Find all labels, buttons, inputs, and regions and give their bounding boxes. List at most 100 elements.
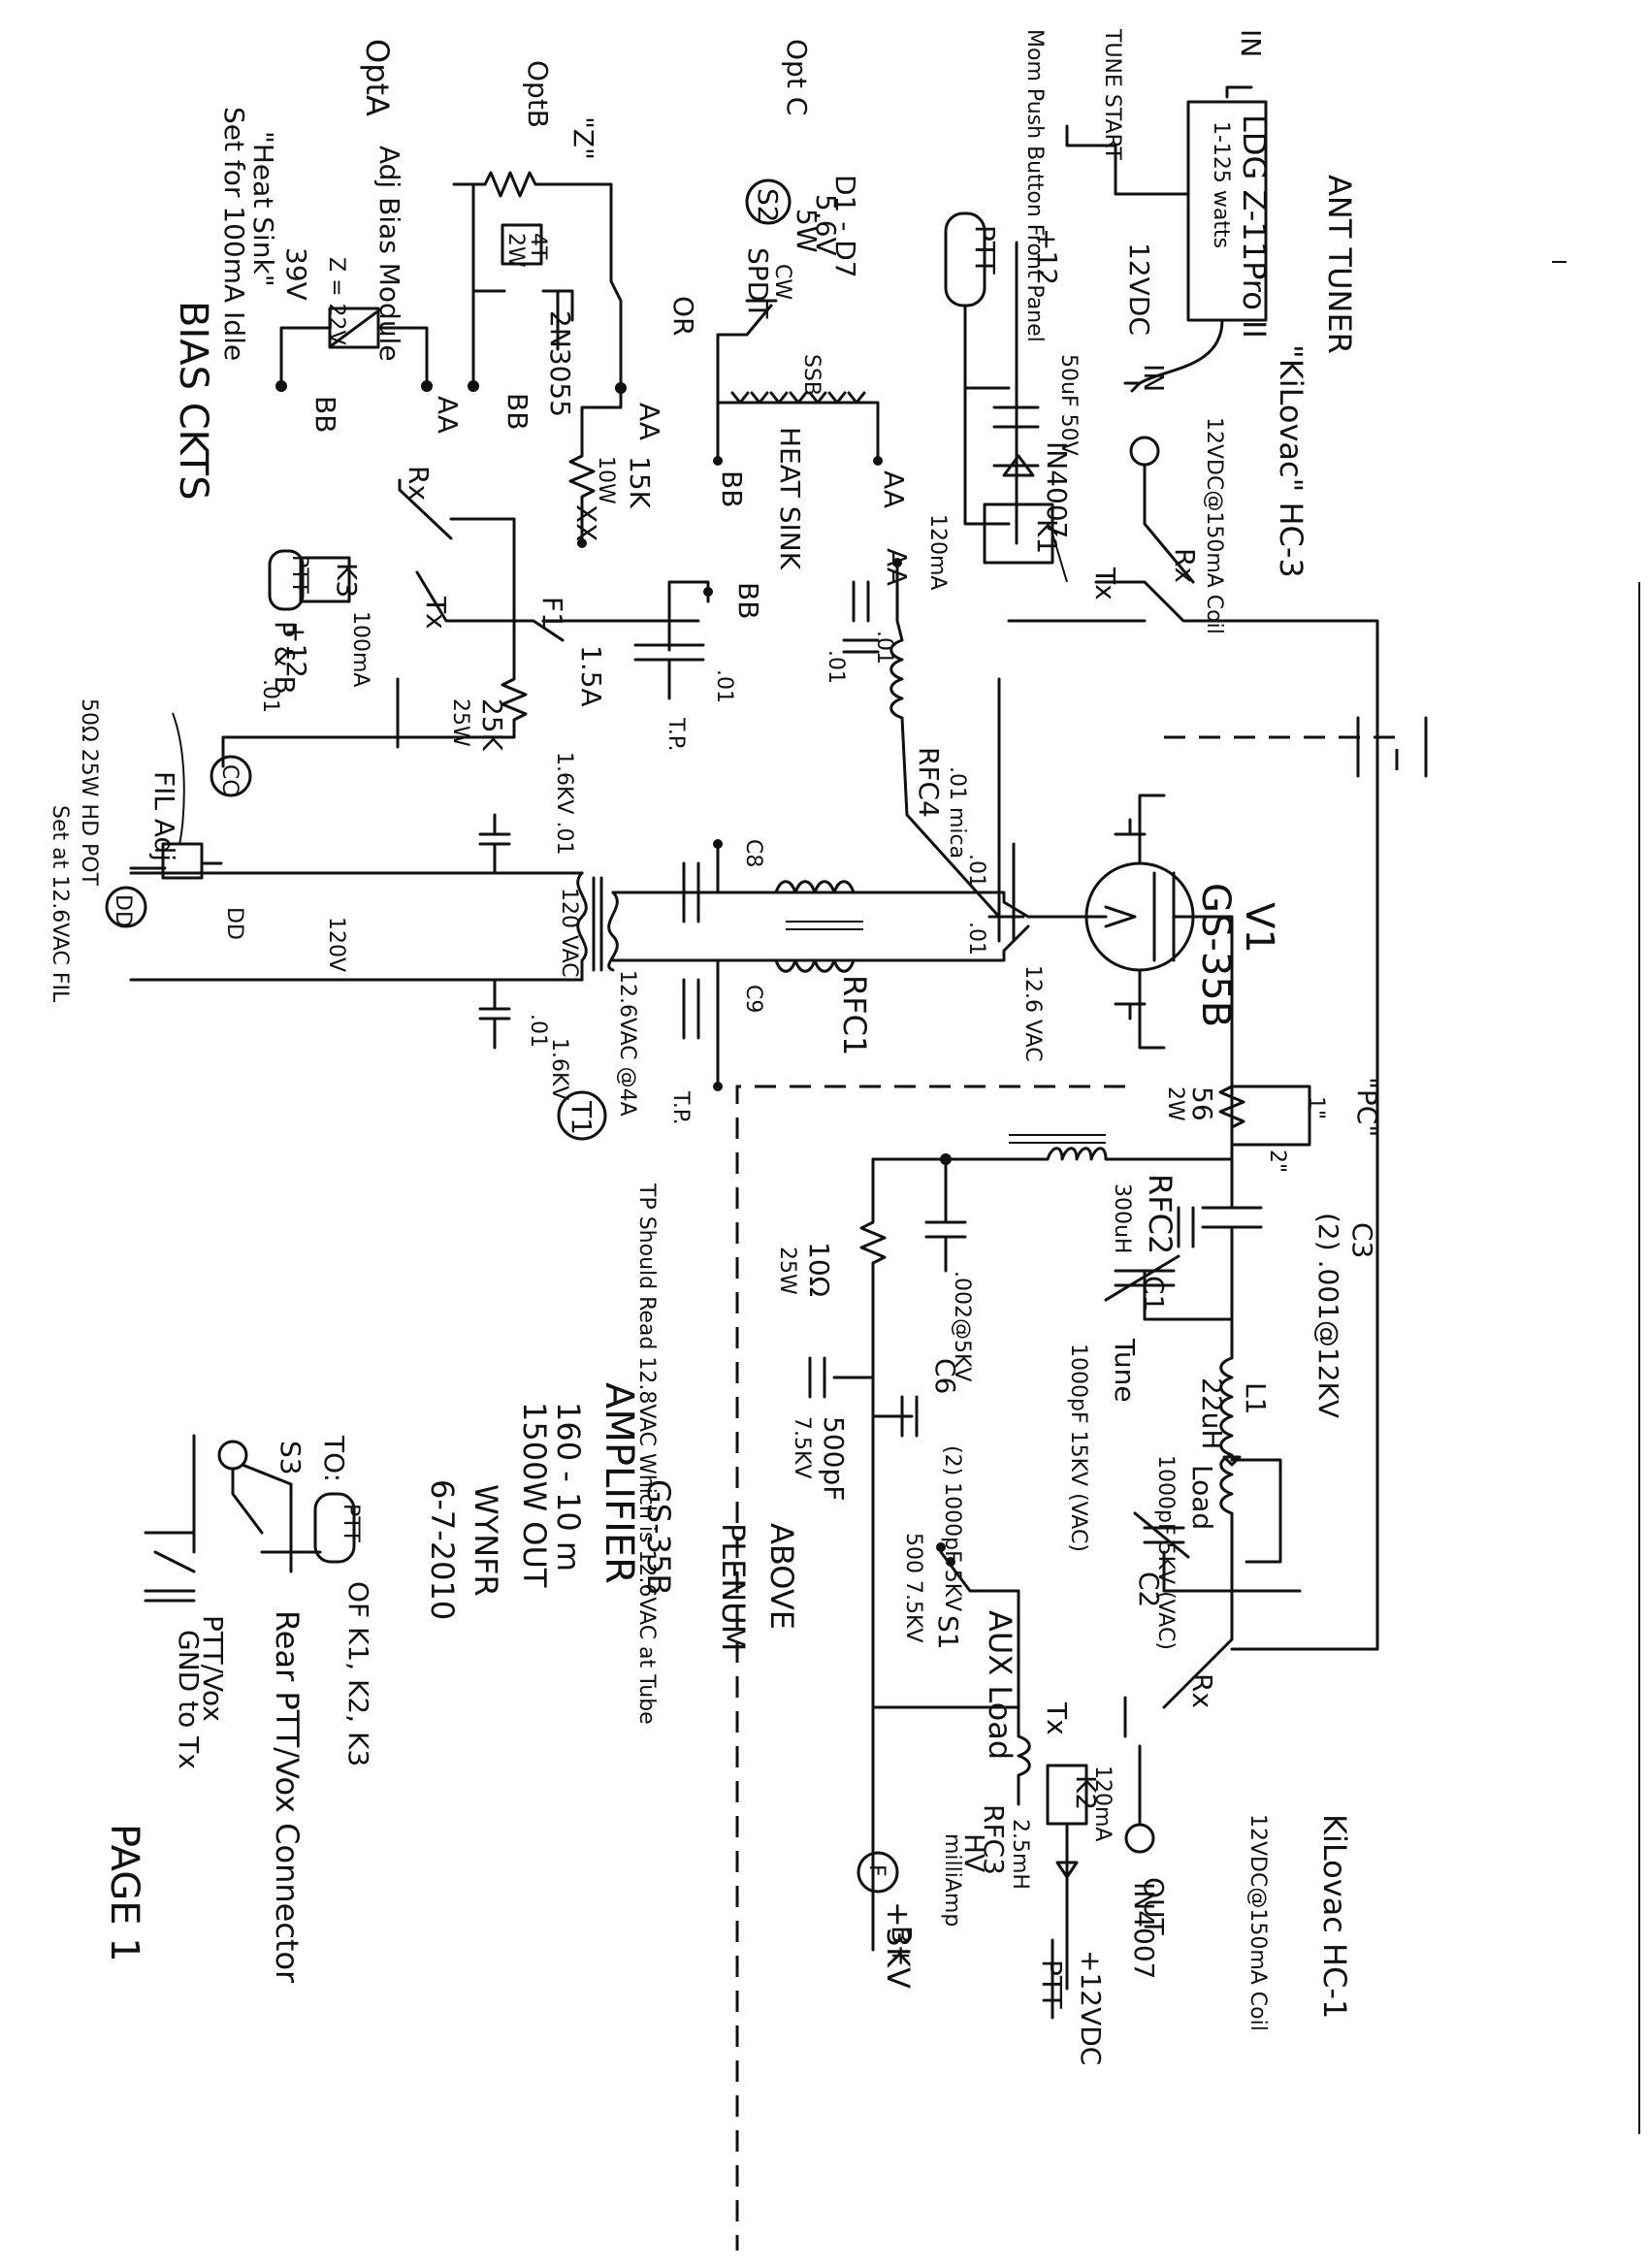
k2-120ma: 120mA (1090, 1766, 1115, 1841)
t1-circle (557, 1090, 607, 1141)
optC-label: Opt C (781, 39, 813, 115)
fil-cap-01: .01 (526, 1014, 550, 1048)
title-callsign: WYNFR (468, 1484, 504, 1597)
r10-label: 10Ω (803, 1242, 835, 1297)
hc3-rx: Rx (1169, 548, 1201, 583)
t1-val: 12.6VAC @4A (615, 970, 639, 1117)
s2-label: S2 (752, 188, 784, 223)
push-label: Mom Push Button Front Panel (1022, 29, 1047, 342)
k3-100ma: 100mA (348, 611, 372, 687)
title-amplifier: AMPLIFIER (597, 1382, 641, 1584)
hc1-tx: Tx (1041, 1701, 1073, 1735)
tuner-watts: 1-125 watts (1209, 121, 1233, 248)
set-note: Set for 100mA Idle (218, 107, 250, 361)
title-date: 6-7-2010 (424, 1479, 461, 1620)
rear-ptt-section: S3 TO: PTT OF K1, K2, K3 Rear PTT/Vox Co… (144, 1434, 374, 1984)
rear-ptt: PTT (339, 1504, 363, 1542)
rfc1-choke (774, 880, 972, 973)
k1-120ma: 120mA (925, 514, 950, 590)
load-label: Load (1186, 1465, 1218, 1530)
ssb-label: SSB (799, 354, 824, 396)
title-block: GS-35B AMPLIFIER 160 - 10 m 1500W OUT WY… (424, 1382, 677, 1620)
tune-label: Tune (1109, 1338, 1141, 1403)
optA-label: OptA (359, 39, 396, 116)
rfc1-label: RFC1 (836, 975, 873, 1055)
k3-coil (299, 556, 351, 603)
c6-val: .002@5KV (950, 1271, 974, 1381)
k2-12v: +12VDC (1075, 1950, 1107, 2065)
k1-12v: +12 (1031, 228, 1063, 285)
r15k-label: 15K (624, 456, 656, 509)
or-label: OR (667, 296, 699, 337)
rear-connector: Rear PTT/Vox Connector (269, 1610, 306, 1984)
hc3-coil: 12VDC@150mA Coil (1202, 417, 1226, 634)
k3-rx: Rx (403, 466, 435, 501)
r10w-label: 25W (775, 1247, 799, 1295)
t1-label: T1 (566, 1100, 598, 1135)
tune-start-label: TUNE START (1100, 28, 1124, 160)
r15k-w-label: 10W (594, 456, 618, 504)
tuner-in: IN (1235, 29, 1267, 57)
vac126-label: 12.6 VAC (1020, 965, 1045, 1062)
rfc4-label: RFC4 (913, 747, 945, 818)
heat-sink-note: "Heat Sink" (247, 131, 279, 287)
rfc2-label: RFC2 (1142, 1174, 1179, 1254)
xx-label: XX (570, 504, 602, 541)
output-section: C3 (2) .001@12KV RFC2 300uH .002@5KV C6 … (775, 1134, 1379, 2065)
optB-transistor: 2N3055 (544, 310, 576, 417)
dd-mid: DD (222, 907, 246, 940)
title-tube: GS-35B (640, 1479, 677, 1595)
zener-string (730, 391, 866, 405)
optB-2w: 2W (503, 233, 528, 268)
cc-terminal (210, 755, 252, 797)
pot-label: 50Ω 25W HD POT (77, 698, 101, 887)
optC-bb: BB (716, 470, 748, 507)
hc1-rx: Rx (1186, 1673, 1218, 1708)
k3-01: .01 (258, 679, 282, 713)
filament-section: 50Ω 25W HD POT Set at 12.6VAC FIL FIL Ad… (48, 698, 972, 1725)
k2-label: K2 (1070, 1775, 1102, 1810)
optA-aa: AA (432, 396, 464, 434)
rear-to: TO: (318, 1435, 350, 1482)
l1-val: 22uH (1196, 1377, 1228, 1449)
d-label: D1 - D7 (829, 175, 861, 278)
two-inch: 2" (1265, 1150, 1289, 1173)
dd-terminal (105, 886, 147, 928)
tp-note: TP Should Read 12.8VAC Which is 12.6VAC … (634, 1183, 659, 1725)
k3-12v: +12 (280, 621, 312, 678)
rfc4-cap-01: .01 (872, 631, 896, 664)
one-inch: 1" (1304, 1096, 1328, 1119)
v120-label: 120V (324, 917, 348, 972)
v1-label: V1 (1237, 902, 1281, 954)
page-number: PAGE 1 (102, 1824, 146, 1962)
d-w: 5W (791, 209, 823, 253)
c500v-label: 7.5KV (790, 1416, 814, 1478)
aux-cap2: 500 7.5KV (901, 1533, 925, 1642)
rfc2-val: 300uH (1110, 1183, 1134, 1253)
pc-label: "PC" (1351, 1077, 1383, 1137)
optB-bb: BB (501, 393, 534, 430)
rear-of: OF K1, K2, K3 (342, 1581, 374, 1766)
k3-tx: Tx (420, 596, 452, 630)
c3-val: (2) .001@12KV (1312, 1213, 1344, 1418)
v39-label: 39V (280, 247, 312, 301)
above-label: ABOVE (763, 1523, 800, 1630)
r25k-label: 25K (476, 698, 508, 752)
tp-top: T.P. (663, 717, 688, 752)
k3-ptt: PTT (287, 555, 311, 594)
r56-label: 56 (1186, 1086, 1218, 1121)
l1-label: L1 (1240, 1382, 1272, 1414)
c9-label: C9 (741, 985, 765, 1013)
bias-heading: BIAS CKTS (171, 301, 215, 501)
c2-label: C2 (1133, 1571, 1165, 1607)
tuner-vdc: 12VDC (1123, 243, 1155, 336)
f1-label: F1 (536, 597, 568, 630)
optA-bb: BB (309, 396, 341, 433)
v1-type: GS-35B (1193, 883, 1238, 1027)
optB-4t: 4T (526, 233, 550, 260)
kv16b-label: 1.6KV (547, 1038, 571, 1100)
s2-circle (745, 178, 792, 225)
s1-label: S1 (932, 1615, 964, 1650)
hv-label: HV (958, 1833, 990, 1872)
title-band: 160 - 10 m (550, 1402, 587, 1571)
